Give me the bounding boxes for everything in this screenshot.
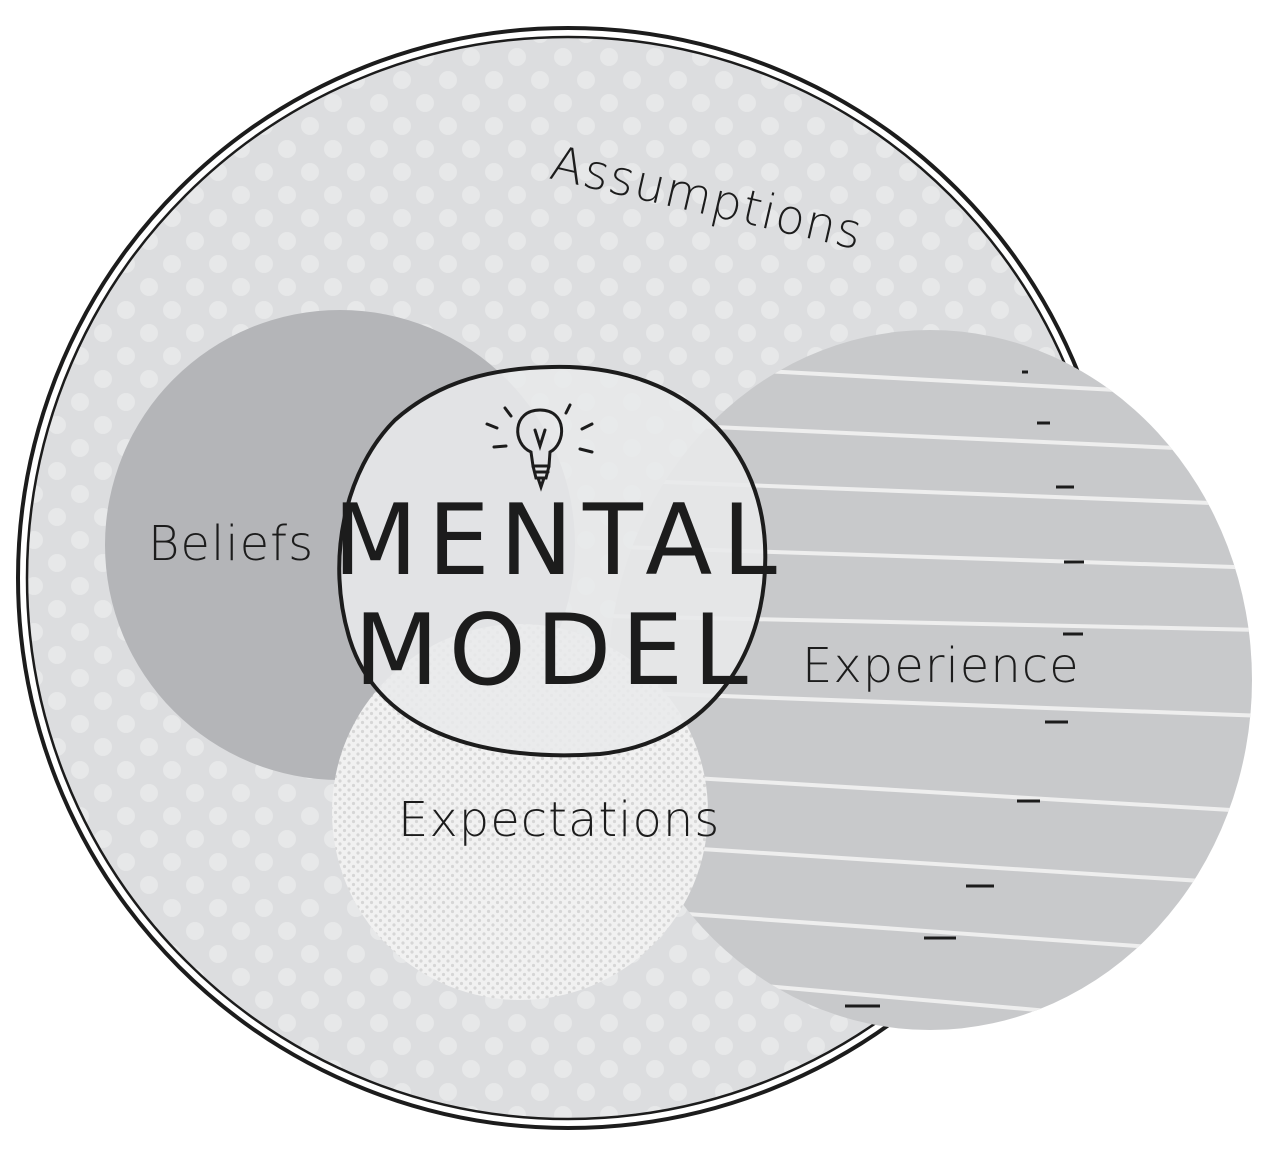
lightbulb-icon (485, 403, 594, 492)
ring-crossing-marks (845, 370, 1084, 1008)
beliefs-label: Beliefs (148, 516, 314, 572)
mental-model-title-line2: MODEL (354, 594, 758, 708)
mental-model-shape (337, 364, 768, 758)
mental-model-title-line1: MENTAL (333, 484, 787, 598)
experience-label: Experience (802, 638, 1080, 694)
expectations-label: Expectations (398, 792, 720, 848)
